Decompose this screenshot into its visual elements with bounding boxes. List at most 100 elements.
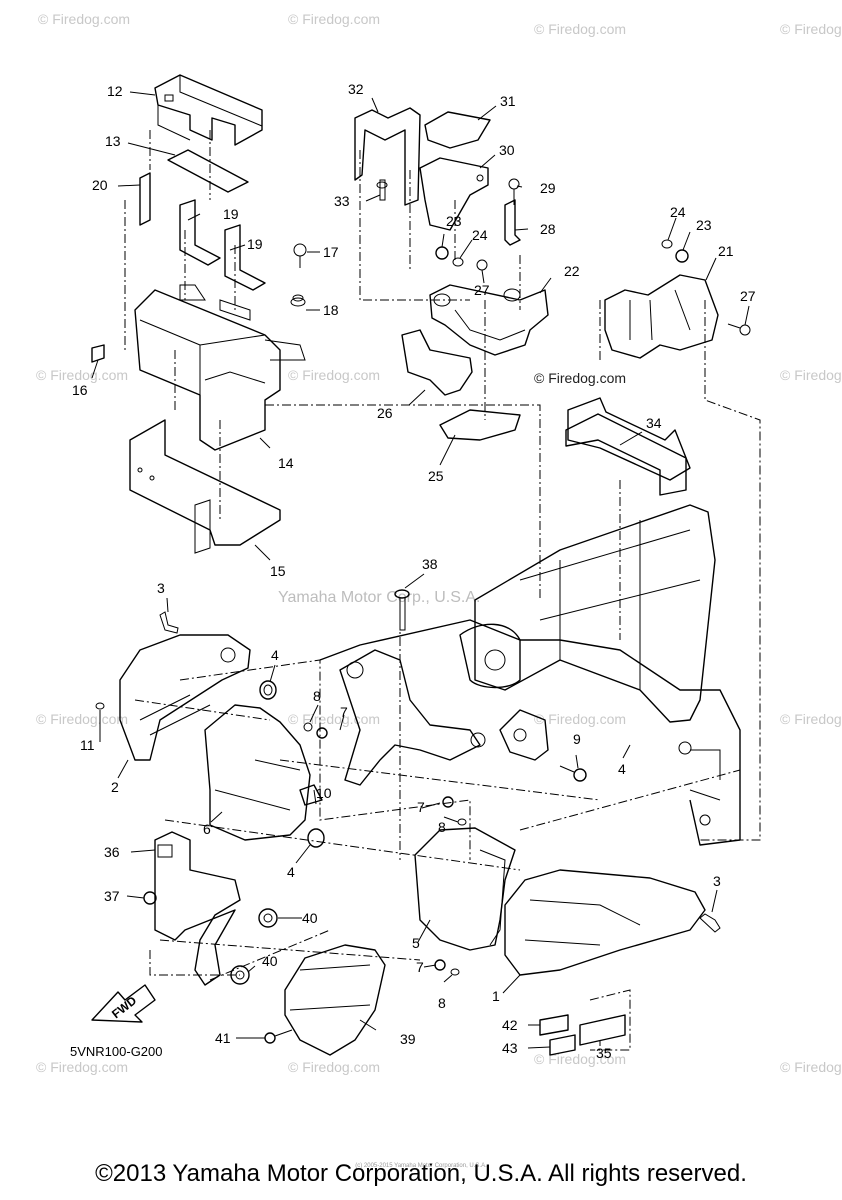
label-part-32: 32	[348, 81, 364, 97]
bolt-8a	[303, 722, 313, 732]
cover-30	[419, 157, 489, 231]
label-part-29: 29	[540, 180, 556, 196]
label-part-12: 12	[107, 83, 123, 99]
nut-23b	[675, 249, 689, 263]
label-43	[549, 1034, 576, 1056]
battery-cover-12	[154, 74, 263, 146]
label-part-15: 15	[270, 563, 286, 579]
label-part-8: 8	[438, 995, 446, 1011]
grommet-40b	[230, 965, 250, 985]
label-part-42: 42	[502, 1017, 518, 1033]
bolt-27b	[727, 323, 751, 336]
label-part-37: 37	[104, 888, 120, 904]
watermark: © Firedog.com	[780, 1059, 842, 1075]
battery-band-19	[179, 199, 266, 291]
bolt-38	[394, 589, 410, 631]
label-part-23: 23	[696, 217, 712, 233]
cover-39	[284, 944, 386, 1056]
label-35	[579, 1014, 626, 1046]
watermarks: © Firedog.com © Firedog.com © Firedog.co…	[36, 11, 842, 1075]
label-part-11: 11	[80, 737, 95, 753]
bracket-36	[154, 831, 241, 986]
label-part-40: 40	[302, 910, 318, 926]
cover-26	[401, 329, 473, 396]
label-part-1: 1	[492, 988, 500, 1004]
watermark: © Firedog.com	[288, 367, 380, 383]
label-part-3: 3	[713, 873, 721, 889]
label-part-39: 39	[400, 1031, 416, 1047]
label-part-14: 14	[278, 455, 294, 471]
label-part-7: 7	[340, 704, 348, 720]
battery-collar-18	[290, 294, 306, 307]
watermark: © Firedog.com	[780, 711, 842, 727]
nut-37	[143, 891, 157, 905]
label-part-19: 19	[223, 206, 239, 222]
label-part-23: 23	[446, 213, 462, 229]
label-part-2: 2	[111, 779, 119, 795]
watermark: © Firedog.com	[780, 21, 842, 37]
watermark: © Firedog.com	[288, 11, 380, 27]
battery-bolt-17	[293, 243, 307, 268]
label-part-35: 35	[596, 1045, 612, 1061]
label-part-3: 3	[157, 580, 165, 596]
watermark: © Firedog.com	[36, 1059, 128, 1075]
sheet-25	[439, 409, 521, 441]
label-part-26: 26	[377, 405, 393, 421]
label-part-27: 27	[474, 282, 490, 298]
label-part-8: 8	[438, 819, 446, 835]
watermark: © Firedog.com	[36, 711, 128, 727]
label-part-40: 40	[262, 953, 278, 969]
label-part-4: 4	[287, 864, 295, 880]
label-part-21: 21	[718, 243, 734, 259]
label-42	[539, 1014, 569, 1036]
battery-case-14	[134, 284, 306, 451]
battery-band-20	[139, 172, 151, 226]
diagram-code: 5VNR100-G200	[70, 1044, 163, 1059]
bolt-3a	[159, 611, 179, 634]
label-part-6: 6	[203, 821, 211, 837]
bolt-7c	[434, 959, 446, 971]
watermark: © Firedog.com	[288, 711, 380, 727]
grommet-4b	[307, 828, 325, 848]
watermark: © Firedog.com	[534, 370, 626, 386]
tiny-note: (c) 2005-2015 Yamaha Motor Corporation, …	[355, 1163, 487, 1169]
label-part-36: 36	[104, 844, 120, 860]
bolt-7b	[442, 796, 454, 808]
bracket-21	[604, 274, 719, 359]
screw-41	[264, 1029, 293, 1044]
watermark: © Firedog.com	[780, 367, 842, 383]
bolt-9	[559, 765, 587, 782]
washer-8b	[457, 818, 467, 826]
forward-arrow-icon: FWD	[91, 984, 156, 1023]
grommet-4a	[259, 680, 277, 700]
cover-5	[414, 827, 516, 951]
label-part-17: 17	[323, 244, 339, 260]
frame	[319, 413, 741, 846]
label-part-5: 5	[412, 935, 420, 951]
watermark: © Firedog.com	[288, 1059, 380, 1075]
tray-34	[567, 397, 691, 481]
watermark: © Firedog.com	[534, 1051, 626, 1067]
label-part-33: 33	[334, 193, 350, 209]
label-part-8: 8	[313, 688, 321, 704]
label-part-31: 31	[500, 93, 516, 109]
label-part-27: 27	[740, 288, 756, 304]
screw-29	[508, 178, 520, 205]
battery-clip-16	[91, 344, 105, 363]
bolt-3b	[699, 913, 721, 933]
watermark: © Firedog.com	[534, 711, 626, 727]
connector-10	[299, 784, 323, 806]
label-part-34: 34	[646, 415, 662, 431]
cover-6	[204, 704, 311, 841]
label-part-25: 25	[428, 468, 444, 484]
label-part-30: 30	[499, 142, 515, 158]
cover-32	[354, 107, 421, 206]
label-part-41: 41	[215, 1030, 231, 1046]
leader-lines	[91, 91, 750, 1049]
grommet-40a	[258, 908, 278, 928]
label-part-24: 24	[670, 204, 686, 220]
collar-11	[95, 702, 105, 710]
bolt-27a	[476, 259, 488, 271]
label-part-20: 20	[92, 177, 108, 193]
copyright-footer: ©2013 Yamaha Motor Corporation, U.S.A. A…	[95, 1160, 747, 1187]
